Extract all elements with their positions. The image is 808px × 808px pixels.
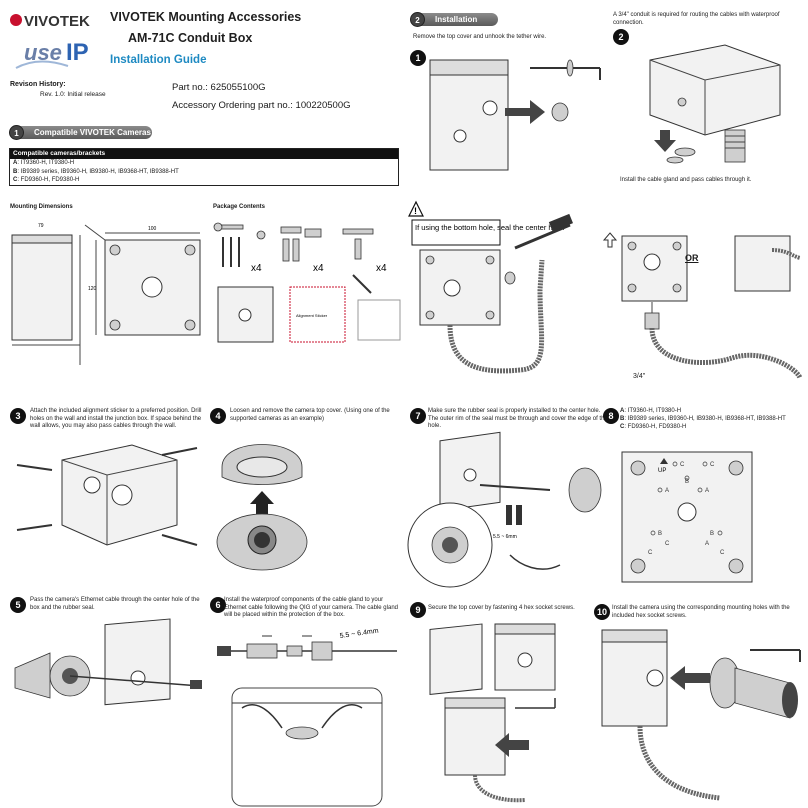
step8-line-b: B: IB9389 series, IB9360-H, IB9380-H, IB… bbox=[620, 416, 786, 422]
svg-text:Alignment Sticker: Alignment Sticker bbox=[296, 313, 328, 318]
compat-line-b: B: IB9389 series, IB9360-H, IB9380-H, IB… bbox=[13, 168, 179, 175]
svg-text:!: ! bbox=[414, 206, 417, 216]
revision-line: Rev. 1.0: Initial release bbox=[40, 91, 106, 98]
step8-line-a: A: IT9360-H, IT9380-H bbox=[620, 408, 682, 414]
anchor-icon bbox=[280, 226, 322, 262]
dimension-width-label: 79 bbox=[38, 223, 44, 229]
compat-section-title: Compatible VIVOTEK Cameras bbox=[34, 128, 151, 137]
step4-drawing bbox=[216, 444, 308, 571]
svg-text:C: C bbox=[720, 550, 725, 556]
step5-text: Pass the camera's Ethernet cable through… bbox=[30, 597, 200, 611]
step7-text: Make sure the rubber seal is properly in… bbox=[428, 408, 608, 429]
dimension-depth-label: 100 bbox=[148, 226, 157, 232]
step7-drawing: 5.5 ~ 6mm bbox=[407, 431, 602, 588]
compat-section-number: 1 bbox=[9, 125, 24, 140]
step6-number: 6 bbox=[210, 597, 226, 613]
svg-text:A: A bbox=[705, 541, 709, 547]
vivotek-logo: VIVOTEK use IP bbox=[8, 6, 108, 70]
svg-text:C: C bbox=[710, 462, 715, 468]
step7-number: 7 bbox=[410, 408, 426, 424]
conduit-size-label: 3/4" bbox=[633, 373, 646, 380]
package-contents-label: Package Contents bbox=[213, 204, 266, 210]
svg-text:A: A bbox=[705, 488, 709, 494]
document-subtitle: AM-71C Conduit Box bbox=[128, 31, 253, 45]
step10-text: Install the camera using the correspondi… bbox=[612, 605, 790, 619]
step2-text: A 3/4" conduit is required for routing t… bbox=[613, 12, 780, 26]
installation-section-header: Installation bbox=[413, 13, 498, 26]
step10-number: 10 bbox=[594, 604, 610, 620]
step3-number: 3 bbox=[10, 408, 26, 424]
package-qty-2: x4 bbox=[313, 263, 324, 274]
step8-mounting-template: UP C C A A B B B C A C C bbox=[621, 451, 753, 583]
step2-number: 2 bbox=[613, 29, 629, 45]
compat-table: Compatible cameras/brackets A: IT9360-H,… bbox=[9, 148, 399, 186]
compat-table-heading: Compatible cameras/brackets bbox=[10, 149, 398, 159]
svg-text:B: B bbox=[685, 479, 689, 485]
warning-text-line: If using the bottom hole, seal the cente… bbox=[415, 223, 565, 232]
installation-guide-heading: Installation Guide bbox=[110, 54, 207, 66]
warning-icon bbox=[408, 200, 424, 217]
package-qty-3: x4 bbox=[376, 263, 387, 274]
strip-length-label-2: 5.5 ~ 6.4mm bbox=[339, 628, 379, 640]
step6-drawing: 5.5 ~ 6.4mm bbox=[217, 628, 397, 807]
svg-text:B: B bbox=[658, 531, 662, 537]
bottom-conduit-drawing bbox=[621, 235, 803, 380]
template-up-label: UP bbox=[658, 468, 666, 474]
part-number: Part no.: 625055100G bbox=[172, 82, 266, 93]
or-label: OR bbox=[685, 253, 699, 263]
step3-drawing bbox=[16, 444, 198, 546]
step9-drawing bbox=[429, 623, 556, 803]
revision-heading: Revison History: bbox=[10, 81, 66, 88]
step4-number: 4 bbox=[210, 408, 226, 424]
package-contents-drawing: x4 x4 x4 Alignment Sticker bbox=[213, 222, 401, 343]
step3-text: Attach the included alignment sticker to… bbox=[30, 408, 202, 429]
compat-line-a: A: IT9360-H, IT9380-H bbox=[13, 160, 75, 166]
mounting-dimensions-drawing: 79 100 120 bbox=[11, 223, 201, 365]
step2-caption: Install the cable gland and pass cables … bbox=[620, 177, 752, 183]
mounting-dimensions-label: Mounting Dimensions bbox=[10, 204, 73, 210]
step1-text: Remove the top cover and unhook the teth… bbox=[413, 34, 547, 40]
svg-text:C: C bbox=[680, 462, 685, 468]
svg-text:A: A bbox=[665, 488, 669, 494]
svg-text:B: B bbox=[710, 531, 714, 537]
hex-screw-icon bbox=[342, 228, 374, 260]
step5-number: 5 bbox=[10, 597, 26, 613]
step8-number: 8 bbox=[603, 408, 619, 424]
step1-number: 1 bbox=[410, 50, 426, 66]
screw-icon-1 bbox=[213, 222, 266, 267]
step8-line-c: C: FD9360-H, FD9380-H bbox=[620, 424, 687, 430]
dimension-height-label: 120 bbox=[88, 286, 97, 292]
strip-length-label: 5.5 ~ 6mm bbox=[493, 534, 517, 540]
svg-text:VIVOTEK: VIVOTEK bbox=[24, 13, 90, 30]
step9-text: Secure the top cover by fastening 4 hex … bbox=[428, 605, 575, 611]
alignment-sticker-icon bbox=[289, 286, 346, 343]
step10-drawing bbox=[601, 629, 801, 801]
step6-text: Install the waterproof components of the… bbox=[224, 597, 398, 618]
svg-text:C: C bbox=[648, 550, 653, 556]
svg-text:C: C bbox=[665, 541, 670, 547]
svg-text:IP: IP bbox=[66, 39, 89, 66]
ordering-part-number: Accessory Ordering part no.: 100220500G bbox=[172, 100, 351, 111]
step1-drawing bbox=[429, 59, 601, 171]
step4-text: Loosen and remove the camera top cover. … bbox=[230, 408, 390, 422]
document-title: VIVOTEK Mounting Accessories bbox=[110, 10, 302, 24]
installation-section-number: 2 bbox=[410, 12, 425, 27]
step5-drawing bbox=[14, 618, 202, 706]
hex-key-icon bbox=[352, 274, 372, 294]
installation-section-title: Installation bbox=[435, 15, 478, 24]
compat-line-c: C: FD9360-H, FD9380-H bbox=[13, 177, 80, 183]
package-qty-1: x4 bbox=[251, 263, 262, 274]
compat-section-header: Compatible VIVOTEK Cameras bbox=[12, 126, 152, 139]
step2-drawing bbox=[649, 44, 781, 164]
seal-warning-drawing: ! If using the bottom hole, seal the cen… bbox=[408, 200, 573, 374]
manual-sheet-icon bbox=[357, 299, 401, 341]
step9-number: 9 bbox=[410, 602, 426, 618]
